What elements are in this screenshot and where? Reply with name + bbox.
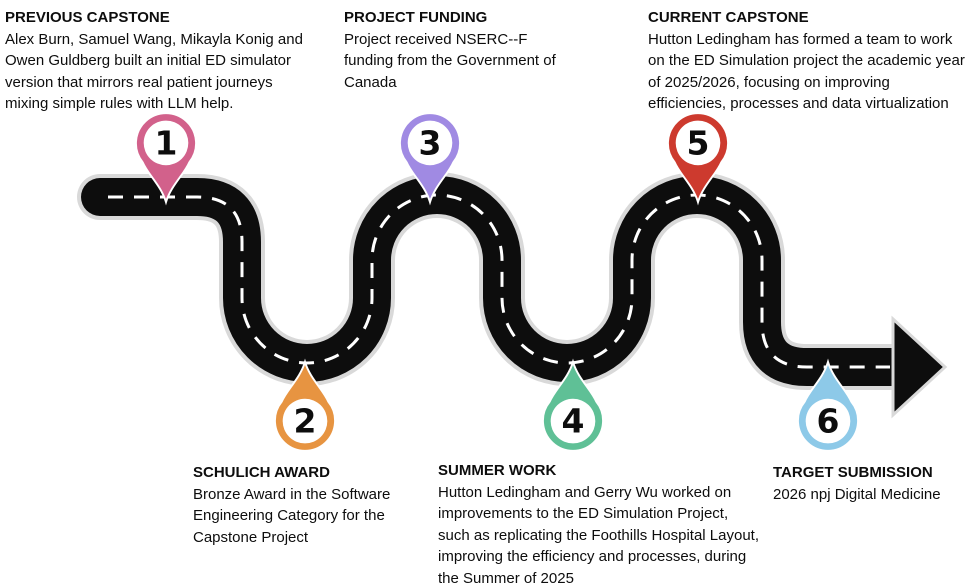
milestone-1-body: Alex Burn, Samuel Wang, Mikayla Konig an…: [5, 30, 303, 113]
milestone-note-3: PROJECT FUNDING Project received NSERC--…: [344, 7, 579, 93]
milestone-1-title: PREVIOUS CAPSTONE: [5, 9, 170, 26]
milestone-3-title: PROJECT FUNDING: [344, 9, 488, 26]
pin-5-marker-icon: 5: [667, 112, 729, 206]
pin-3-number: 3: [419, 124, 442, 163]
milestone-6-title: TARGET SUBMISSION: [773, 464, 933, 481]
pin-4-marker-icon: 4: [542, 358, 604, 452]
milestone-note-5: CURRENT CAPSTONE Hutton Ledingham has fo…: [648, 7, 970, 115]
milestone-note-2: SCHULICH AWARD Bronze Award in the Softw…: [193, 462, 433, 548]
pin-1-marker-icon: 1: [135, 112, 197, 206]
pin-4-number: 4: [562, 402, 585, 441]
pin-5-circle: [675, 120, 721, 166]
pin-5-number: 5: [687, 124, 710, 163]
pin-2-number: 2: [294, 402, 317, 441]
pin-1-circle: [143, 120, 189, 166]
milestone-6-body: 2026 npj Digital Medicine: [773, 485, 941, 503]
road-centerline: [108, 193, 890, 369]
milestone-note-1: PREVIOUS CAPSTONE Alex Burn, Samuel Wang…: [5, 7, 320, 115]
milestone-2-title: SCHULICH AWARD: [193, 464, 330, 481]
milestone-4-body: Hutton Ledingham and Gerry Wu worked on …: [438, 483, 760, 587]
pin-6-circle: [805, 398, 851, 444]
pin-1-number: 1: [155, 124, 178, 163]
pin-6-number: 6: [817, 402, 840, 441]
pin-4-circle: [550, 398, 596, 444]
milestone-5-title: CURRENT CAPSTONE: [648, 9, 809, 26]
milestone-5-body: Hutton Ledingham has formed a team to wo…: [648, 30, 965, 113]
milestone-4-title: SUMMER WORK: [438, 462, 557, 479]
pin-3-circle: [407, 120, 453, 166]
milestone-note-4: SUMMER WORK Hutton Ledingham and Gerry W…: [438, 460, 763, 588]
pin-2-circle: [282, 398, 328, 444]
milestone-note-6: TARGET SUBMISSION 2026 npj Digital Medic…: [773, 462, 970, 505]
milestone-2-body: Bronze Award in the Software Engineering…: [193, 485, 391, 546]
road-arrowhead-icon: [891, 315, 948, 419]
pin-6-marker-icon: 6: [797, 358, 859, 452]
pin-2-marker-icon: 2: [274, 358, 336, 452]
milestone-3-body: Project received NSERC--F funding from t…: [344, 30, 556, 91]
pin-3-marker-icon: 3: [399, 112, 461, 206]
